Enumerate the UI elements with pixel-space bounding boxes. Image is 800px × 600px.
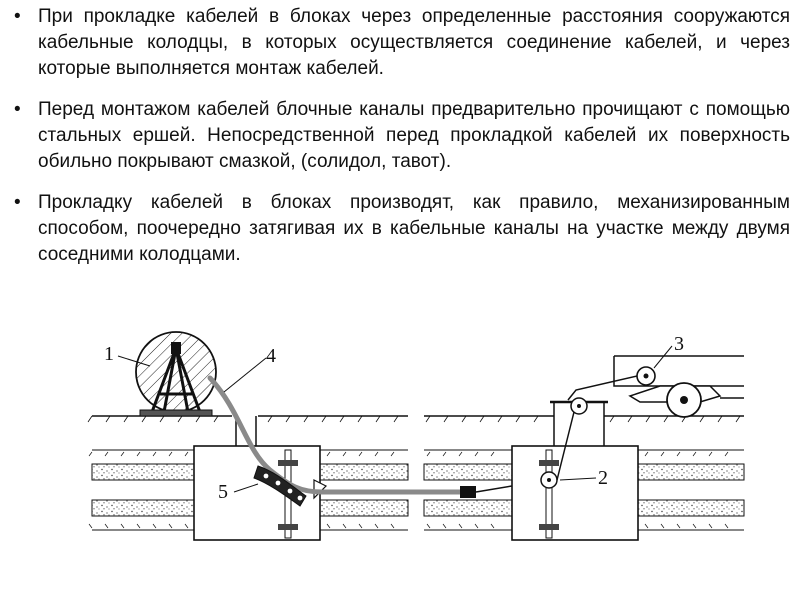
cable-drum [135,331,217,417]
bullet-text: При прокладке кабелей в блоках через опр… [38,6,790,79]
label-cable: 4 [266,345,276,367]
cable-path [207,357,465,495]
bullet-text: Перед монтажом кабелей блочные каналы пр… [38,99,790,172]
cable-grip [460,486,476,498]
bullet-marker: • [14,99,21,120]
label-winch: 3 [674,333,684,355]
cable-laying-diagram: 1 4 5 2 3 [87,331,745,541]
label-drum: 1 [104,343,114,365]
winch-trailer [567,345,744,418]
bullet-marker: • [14,192,21,213]
right-ground-section [423,397,745,541]
bullet-text: Прокладку кабелей в блоках производят, к… [38,192,790,265]
bullet-marker: • [14,6,21,27]
label-well-right: 2 [598,467,608,489]
label-roller-guide: 5 [218,481,228,503]
roller-guide [253,465,307,507]
